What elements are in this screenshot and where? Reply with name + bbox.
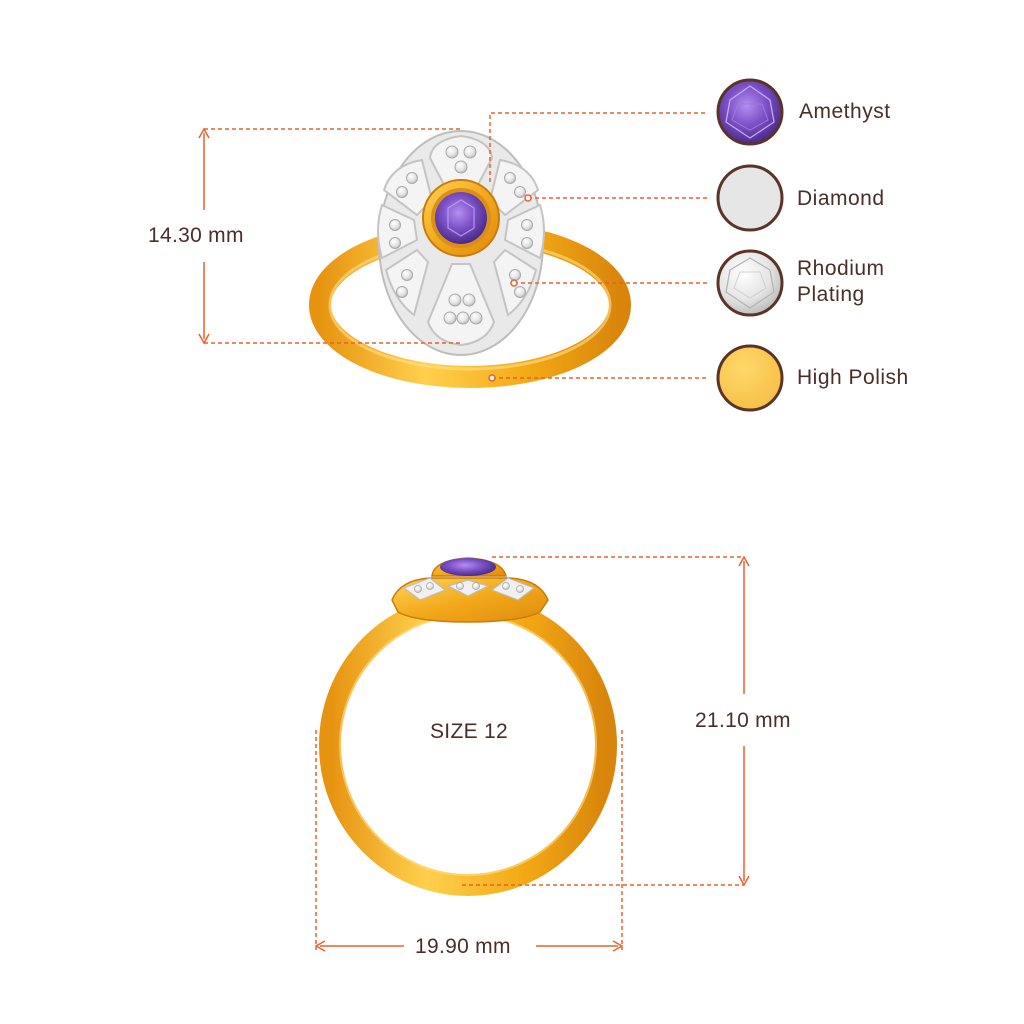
front-ring-band (319, 594, 617, 896)
front-view-ring (319, 557, 617, 896)
front-width-dimension (314, 730, 624, 952)
front-width-label: 19.90 mm (415, 935, 511, 958)
legend-label-high-polish: High Polish (797, 366, 909, 389)
top-view-ring (309, 130, 631, 388)
front-height-dimension (462, 555, 750, 887)
diamond-swatch-icon (716, 164, 784, 232)
front-height-label: 21.10 mm (695, 709, 791, 732)
amethyst-stone (435, 192, 487, 244)
top-height-label: 14.30 mm (148, 224, 244, 247)
high-polish-swatch-icon (716, 344, 784, 412)
rhodium-swatch-icon (716, 249, 784, 317)
top-height-dimension (198, 127, 460, 345)
legend-label-amethyst: Amethyst (799, 100, 891, 123)
legend-swatches (716, 78, 784, 412)
amethyst-swatch-icon (716, 78, 784, 146)
front-amethyst-stone (440, 558, 496, 576)
ring-head (377, 130, 545, 356)
ring-size-label: SIZE 12 (430, 720, 508, 743)
leader-lines (488, 112, 708, 382)
legend-label-diamond: Diamond (797, 187, 885, 210)
legend-label-rhodium-plating: Rhodium Plating (797, 257, 885, 306)
